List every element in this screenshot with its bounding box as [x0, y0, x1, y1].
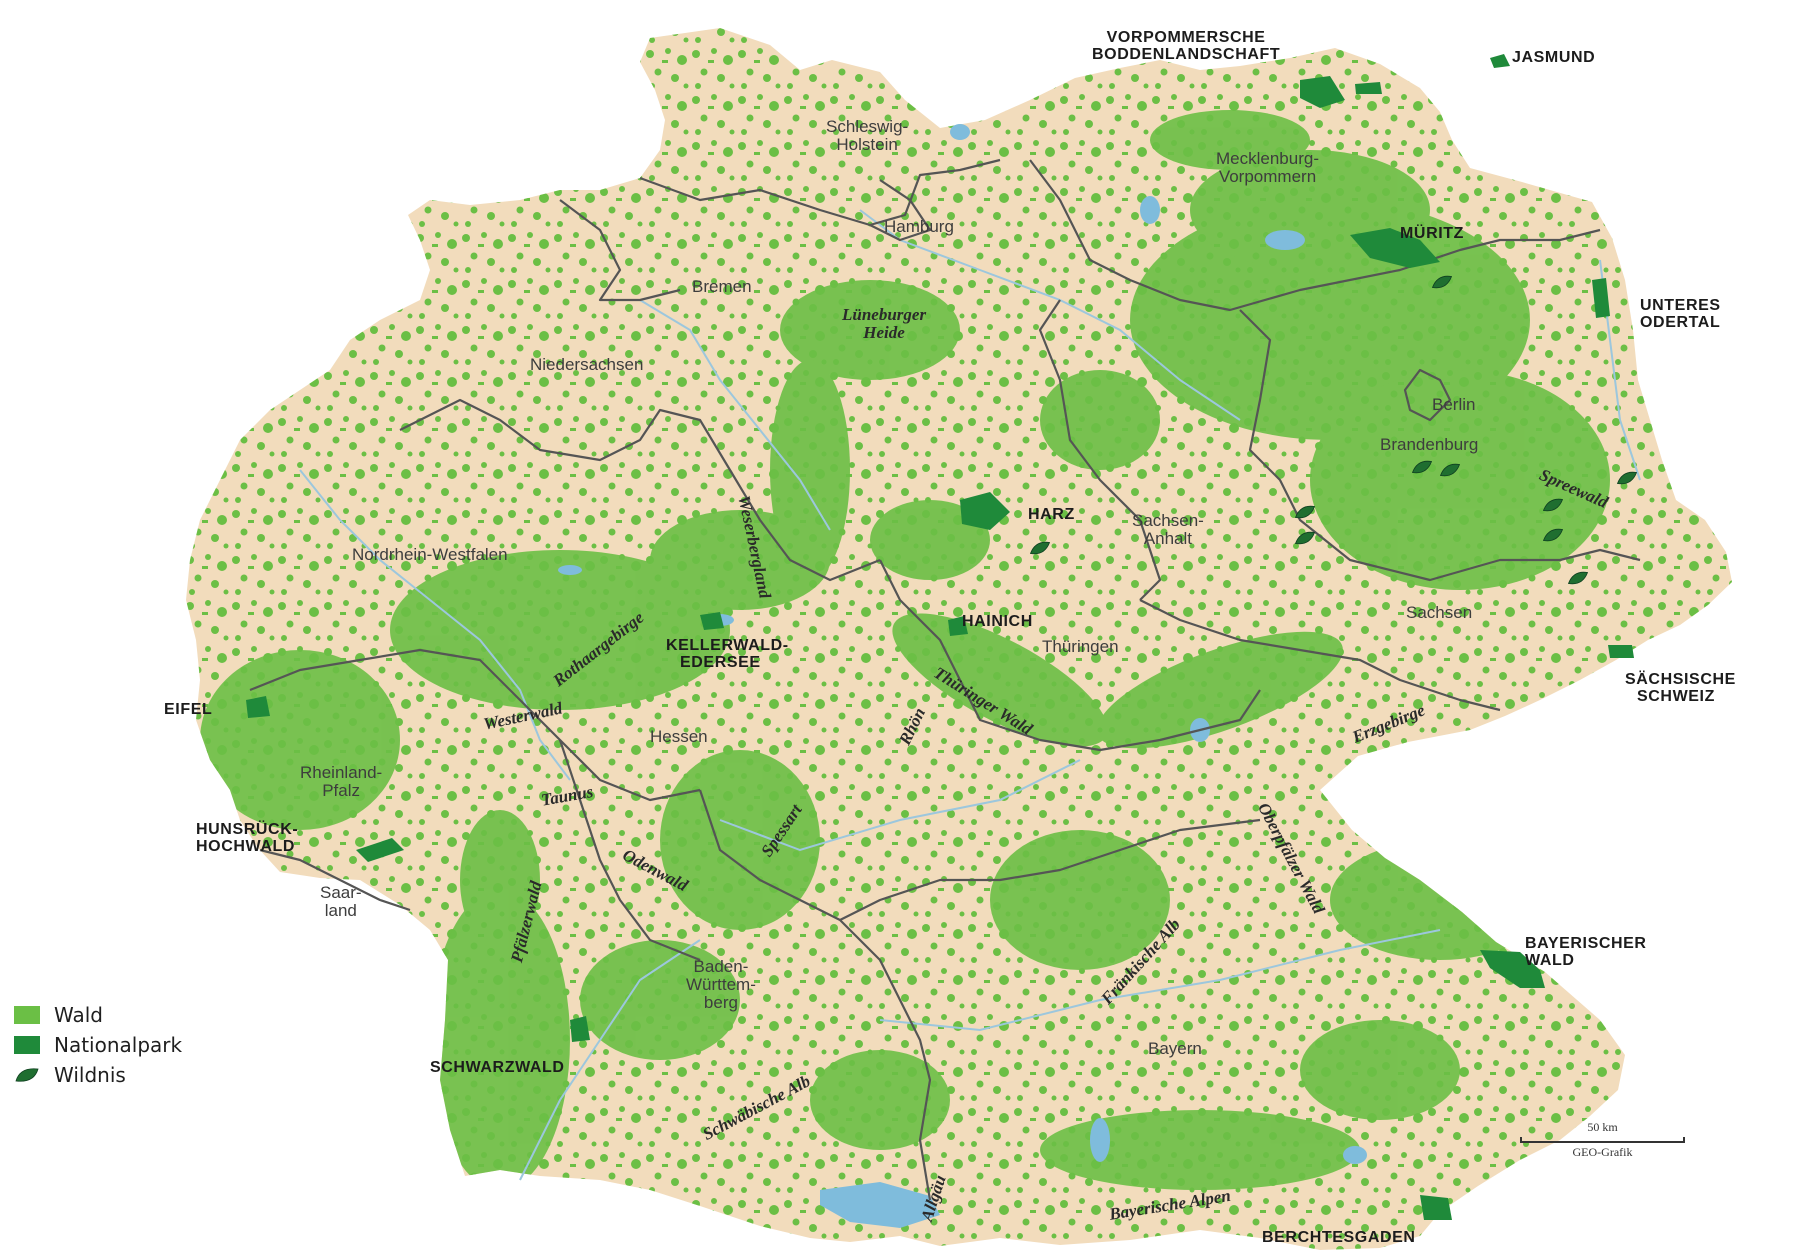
- label-kellerwald-edersee: KELLERWALD- EDERSEE: [666, 637, 789, 671]
- state-borders: [249, 158, 1641, 1201]
- leaf-icon: [15, 1068, 39, 1082]
- berlin-border: [1403, 368, 1452, 422]
- label-schwarzwald: SCHWARZWALD: [430, 1059, 565, 1076]
- scale-distance: 50 km: [1587, 1120, 1618, 1134]
- wildnis-areas: [1029, 275, 1638, 585]
- label-nordrhein-westfalen: Nordrhein-Westfalen: [352, 545, 508, 564]
- legend-item-nationalpark: Nationalpark: [14, 1030, 182, 1060]
- label-bremen: Bremen: [692, 277, 752, 296]
- label-sachsen-anhalt: Sachsen- Anhalt: [1132, 511, 1204, 548]
- label-sachsen: Sachsen: [1406, 603, 1473, 622]
- national-park-areas: [246, 54, 1634, 1220]
- leaf-icon: [1439, 463, 1461, 477]
- legend-swatch-wald: [14, 1006, 40, 1024]
- legend-item-wald: Wald: [14, 1000, 182, 1030]
- bodensee: [820, 1182, 940, 1228]
- main-river: [719, 759, 1081, 852]
- label-thueringen: Thüringen: [1042, 637, 1119, 656]
- label-schleswig-holstein: Schleswig- Holstein: [826, 117, 909, 154]
- legend: Wald Nationalpark Wildnis: [14, 1000, 182, 1090]
- label-saarland: Saar- land: [320, 883, 362, 920]
- leaf-icon: [1567, 571, 1589, 585]
- label-mueritz: MÜRITZ: [1400, 225, 1465, 242]
- label-unteres-odertal: UNTERES ODERTAL: [1640, 297, 1721, 331]
- leaf-icon: [1411, 460, 1433, 474]
- label-berchtesgaden: BERCHTESGADEN: [1262, 1229, 1416, 1246]
- donau-river: [879, 929, 1441, 1032]
- label-vorpommersche-boddenlandschaft: VORPOMMERSCHE BODDENLANDSCHAFT: [1092, 29, 1281, 63]
- leaf-icon: [1294, 505, 1316, 519]
- label-hamburg: Hamburg: [884, 217, 954, 236]
- label-lueneburger-heide: Lüneburger Heide: [842, 305, 927, 342]
- label-hessen: Hessen: [650, 727, 708, 746]
- leaf-icon: [1294, 531, 1316, 545]
- label-bayern: Bayern: [1148, 1039, 1202, 1058]
- weser-river: [639, 299, 831, 531]
- leaf-icon: [1616, 471, 1638, 485]
- label-saechsische-schweiz: SÄCHSISCHE SCHWEIZ: [1625, 671, 1736, 705]
- label-bayerischer-wald: BAYERISCHER WALD: [1525, 935, 1647, 969]
- leaf-icon: [1542, 528, 1564, 542]
- label-jasmund: JASMUND: [1512, 49, 1596, 66]
- label-baden-wuerttemberg: Baden- Württem- berg: [686, 957, 756, 1012]
- scale-bar-line: [1520, 1137, 1685, 1143]
- leaf-icon: [1029, 541, 1051, 555]
- neckar-river: [519, 939, 701, 1181]
- label-hainich: HAINICH: [962, 613, 1033, 630]
- bremen-border: [559, 199, 681, 302]
- leaf-icon: [1431, 275, 1453, 289]
- legend-swatch-nationalpark: [14, 1036, 40, 1054]
- label-niedersachsen: Niedersachsen: [530, 355, 644, 374]
- label-harz: HARZ: [1028, 506, 1075, 523]
- rhein-river: [299, 469, 571, 781]
- hamburg-border: [869, 179, 932, 242]
- legend-item-wildnis: Wildnis: [14, 1060, 182, 1090]
- label-rheinland-pfalz: Rheinland- Pfalz: [300, 763, 383, 800]
- map-credit: GEO-Grafik: [1572, 1145, 1633, 1159]
- label-berlin: Berlin: [1432, 395, 1476, 414]
- leaf-icon: [1542, 498, 1564, 512]
- label-eifel: EIFEL: [164, 701, 213, 718]
- scale-bar: 50 km GEO-Grafik: [1520, 1120, 1685, 1160]
- water-bodies: [558, 124, 1367, 1228]
- label-mecklenburg-vorpommern: Mecklenburg- Vorpommern: [1216, 149, 1319, 186]
- label-brandenburg: Brandenburg: [1380, 435, 1479, 454]
- label-hunsrueck-hochwald: HUNSRÜCK- HOCHWALD: [196, 821, 299, 855]
